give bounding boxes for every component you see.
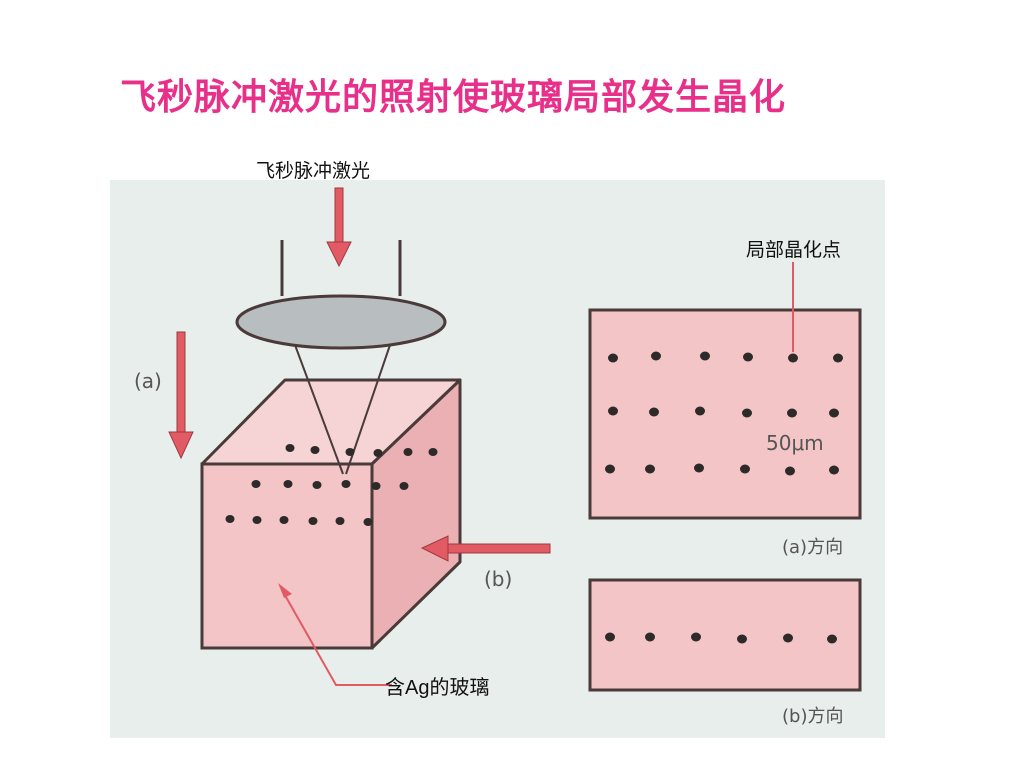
cube-dot [341, 480, 351, 488]
view-a-dot [829, 465, 839, 475]
cube-dot [279, 516, 289, 524]
cube-dot [285, 444, 295, 452]
view-a-dot [833, 353, 843, 363]
glass-cube-front [200, 462, 374, 650]
view-a-label: (a)方向 [782, 537, 843, 558]
cube-dot [312, 481, 322, 489]
direction-a-label: (a) [134, 369, 162, 393]
view-a-dot [608, 406, 618, 416]
view-b-dot [605, 632, 615, 642]
cube-crystal-dots [225, 444, 438, 526]
direction-a-arrow [168, 331, 194, 460]
view-a-dot [605, 464, 615, 474]
laser-label: 飞秒脉冲激光 [256, 160, 371, 182]
focus-line-left [294, 344, 344, 475]
glass-label-suffix: 的玻璃 [429, 675, 489, 699]
scale-label: 50μm [766, 431, 824, 455]
view-a-dot [785, 466, 795, 476]
glass-label: 含Ag的玻璃 [385, 675, 489, 699]
view-a-dot [645, 464, 655, 474]
glass-leader-line [281, 589, 392, 686]
view-a-dot [695, 406, 705, 416]
view-a-dot [788, 353, 798, 363]
view-a-dot [740, 464, 750, 474]
crystal-point-label: 局部晶化点 [746, 239, 841, 261]
glass-label-ag: Ag [405, 677, 429, 699]
view-b-label: (b)方向 [782, 706, 843, 727]
view-a-dot [787, 408, 797, 418]
view-b-panel [588, 578, 862, 692]
view-a-dot [694, 463, 704, 473]
view-a-dot [700, 351, 710, 361]
view-a-dot [651, 351, 661, 361]
cube-dot [283, 480, 293, 488]
view-b-dot [783, 633, 793, 643]
cube-dot [345, 448, 355, 456]
page-title: 飞秒脉冲激光的照射使玻璃局部发生晶化 [120, 77, 787, 118]
cube-dot [310, 446, 320, 454]
view-a-dot [742, 408, 752, 418]
diagram: (a) (b) 含Ag的玻璃 局部晶化点 50μm (a)方向 [110, 180, 885, 738]
cube-dot [308, 517, 318, 525]
cube-dot [403, 448, 413, 456]
cube-dot [335, 517, 345, 525]
view-b-dot [691, 632, 701, 642]
view-a-dot [608, 353, 618, 363]
cube-dot [225, 515, 235, 523]
cube-dot [428, 448, 438, 456]
view-a-dots [605, 351, 843, 476]
cube-dot [373, 449, 383, 457]
lens [235, 294, 447, 350]
direction-b-label: (b) [484, 567, 512, 591]
view-a-dot [829, 408, 839, 418]
view-b-dot [737, 634, 747, 644]
view-b-dots [605, 632, 837, 644]
cube-dot [251, 480, 261, 488]
view-b-dot [827, 634, 837, 644]
cube-dot [371, 482, 381, 490]
direction-b-arrow [420, 535, 551, 562]
view-a-dot [743, 352, 753, 362]
laser-arrow [326, 187, 352, 268]
glass-label-prefix: 含 [385, 675, 405, 699]
glass-leader-arrowhead [278, 583, 292, 598]
view-b-dot [645, 632, 655, 642]
glass-cube [200, 378, 462, 650]
view-a-dot [649, 407, 659, 417]
cube-dot [399, 482, 409, 490]
cube-dot [252, 516, 262, 524]
cube-dot [363, 518, 373, 526]
view-a-panel [588, 308, 862, 520]
